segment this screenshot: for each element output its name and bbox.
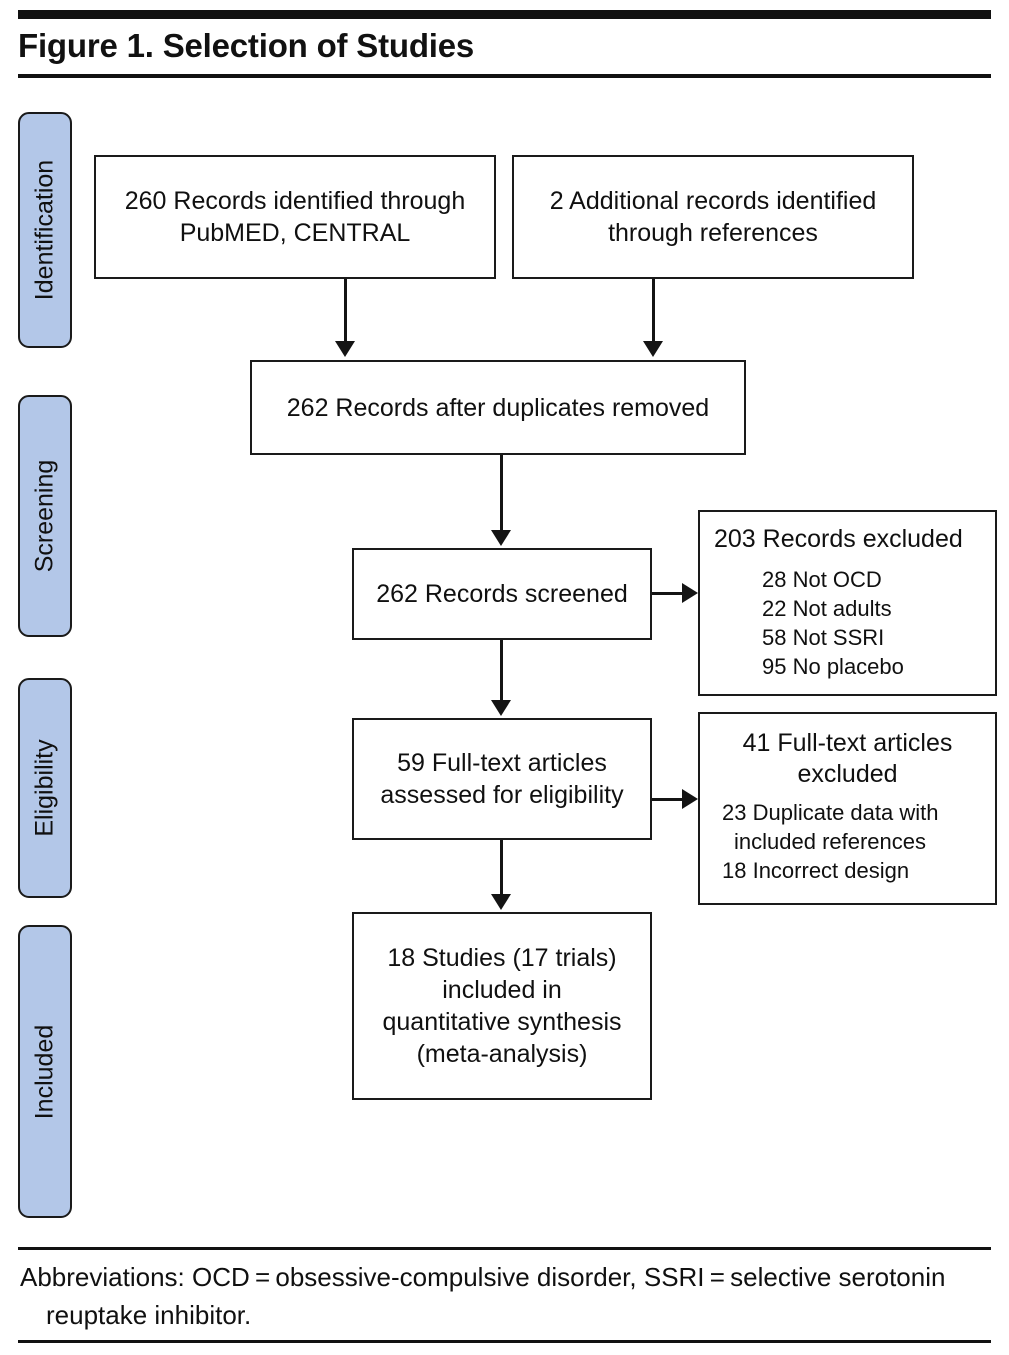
stage-label-included: Included (30, 1024, 59, 1119)
box-fulltext-excluded: 41 Full-text articles excluded 23 Duplic… (698, 712, 997, 905)
stage-pill-identification: Identification (18, 112, 72, 348)
stage-label-screening: Screening (30, 459, 59, 573)
list-item: 18 Incorrect design (722, 858, 910, 883)
box-line: quantitative synthesis (382, 1008, 622, 1036)
connector-line-screened-to-excluded (652, 592, 686, 595)
stage-pill-screening: Screening (18, 395, 72, 637)
connector-line-fulltext-to-included (500, 840, 503, 896)
list-item: 95 No placebo (762, 654, 904, 679)
box-line: 260 Records identified through (124, 187, 466, 215)
box-line: 59 Full-text articles (397, 749, 607, 777)
stage-pill-eligibility: Eligibility (18, 678, 72, 898)
connector-line-screened-to-fulltext (500, 640, 503, 702)
records-excluded-reason-list: 28 Not OCD 22 Not adults 58 Not SSRI 95 … (700, 565, 995, 681)
box-records-after-duplicates: 262 Records after duplicates removed (250, 360, 746, 455)
connector-arrow-screened-to-excluded (682, 583, 698, 603)
connector-line-duplicates-to-screened (500, 455, 503, 531)
stage-label-identification: Identification (30, 159, 59, 301)
box-included-studies: 18 Studies (17 trials) included in quant… (352, 912, 652, 1100)
connector-line-fulltext-to-excluded (652, 798, 686, 801)
title-rule (18, 74, 991, 78)
connector-arrow-fulltext-to-included (491, 894, 511, 910)
connector-arrow-duplicates-to-screened (491, 530, 511, 546)
fulltext-excluded-heading-line1: 41 Full-text articles (742, 729, 953, 757)
stage-pill-included: Included (18, 925, 72, 1218)
box-line: included in (442, 976, 562, 1004)
list-item: 28 Not OCD (762, 567, 882, 592)
fulltext-excluded-reason-list: 23 Duplicate data with included referenc… (700, 798, 995, 885)
box-line: 2 Additional records identified (549, 187, 877, 215)
footnote-text: Abbreviations: OCD = obsessive-compulsiv… (20, 1262, 946, 1330)
box-line: PubMED, CENTRAL (179, 219, 411, 247)
box-line: 262 Records after duplicates removed (286, 393, 710, 422)
connector-arrow-ref-to-duplicates (643, 341, 663, 357)
figure-title: Figure 1. Selection of Studies (18, 27, 475, 64)
box-fulltext-assessed: 59 Full-text articles assessed for eligi… (352, 718, 652, 840)
stage-label-eligibility: Eligibility (30, 739, 59, 837)
footnote-rule-top (18, 1247, 991, 1250)
box-records-screened: 262 Records screened (352, 548, 652, 640)
connector-line-ref-to-duplicates (652, 279, 655, 343)
fulltext-excluded-heading-line2: excluded (797, 760, 898, 788)
connector-arrow-db-to-duplicates (335, 341, 355, 357)
box-line: (meta-analysis) (416, 1040, 588, 1068)
box-line: through references (608, 219, 818, 247)
box-records-identified-database: 260 Records identified through PubMED, C… (94, 155, 496, 279)
box-line: 18 Studies (17 trials) (387, 944, 617, 972)
box-line: 262 Records screened (376, 580, 628, 608)
connector-line-db-to-duplicates (344, 279, 347, 343)
connector-arrow-fulltext-to-excluded (682, 789, 698, 809)
box-line: assessed for eligibility (380, 781, 624, 809)
list-item: 22 Not adults (762, 596, 892, 621)
top-rule (18, 10, 991, 19)
box-records-identified-references: 2 Additional records identified through … (512, 155, 914, 279)
connector-arrow-screened-to-fulltext (491, 700, 511, 716)
records-excluded-heading: 203 Records excluded (714, 525, 963, 553)
box-records-excluded: 203 Records excluded 28 Not OCD 22 Not a… (698, 510, 997, 696)
footnote-rule-bottom (18, 1340, 991, 1343)
list-item: 23 Duplicate data with included referenc… (722, 800, 939, 854)
list-item: 58 Not SSRI (762, 625, 885, 650)
